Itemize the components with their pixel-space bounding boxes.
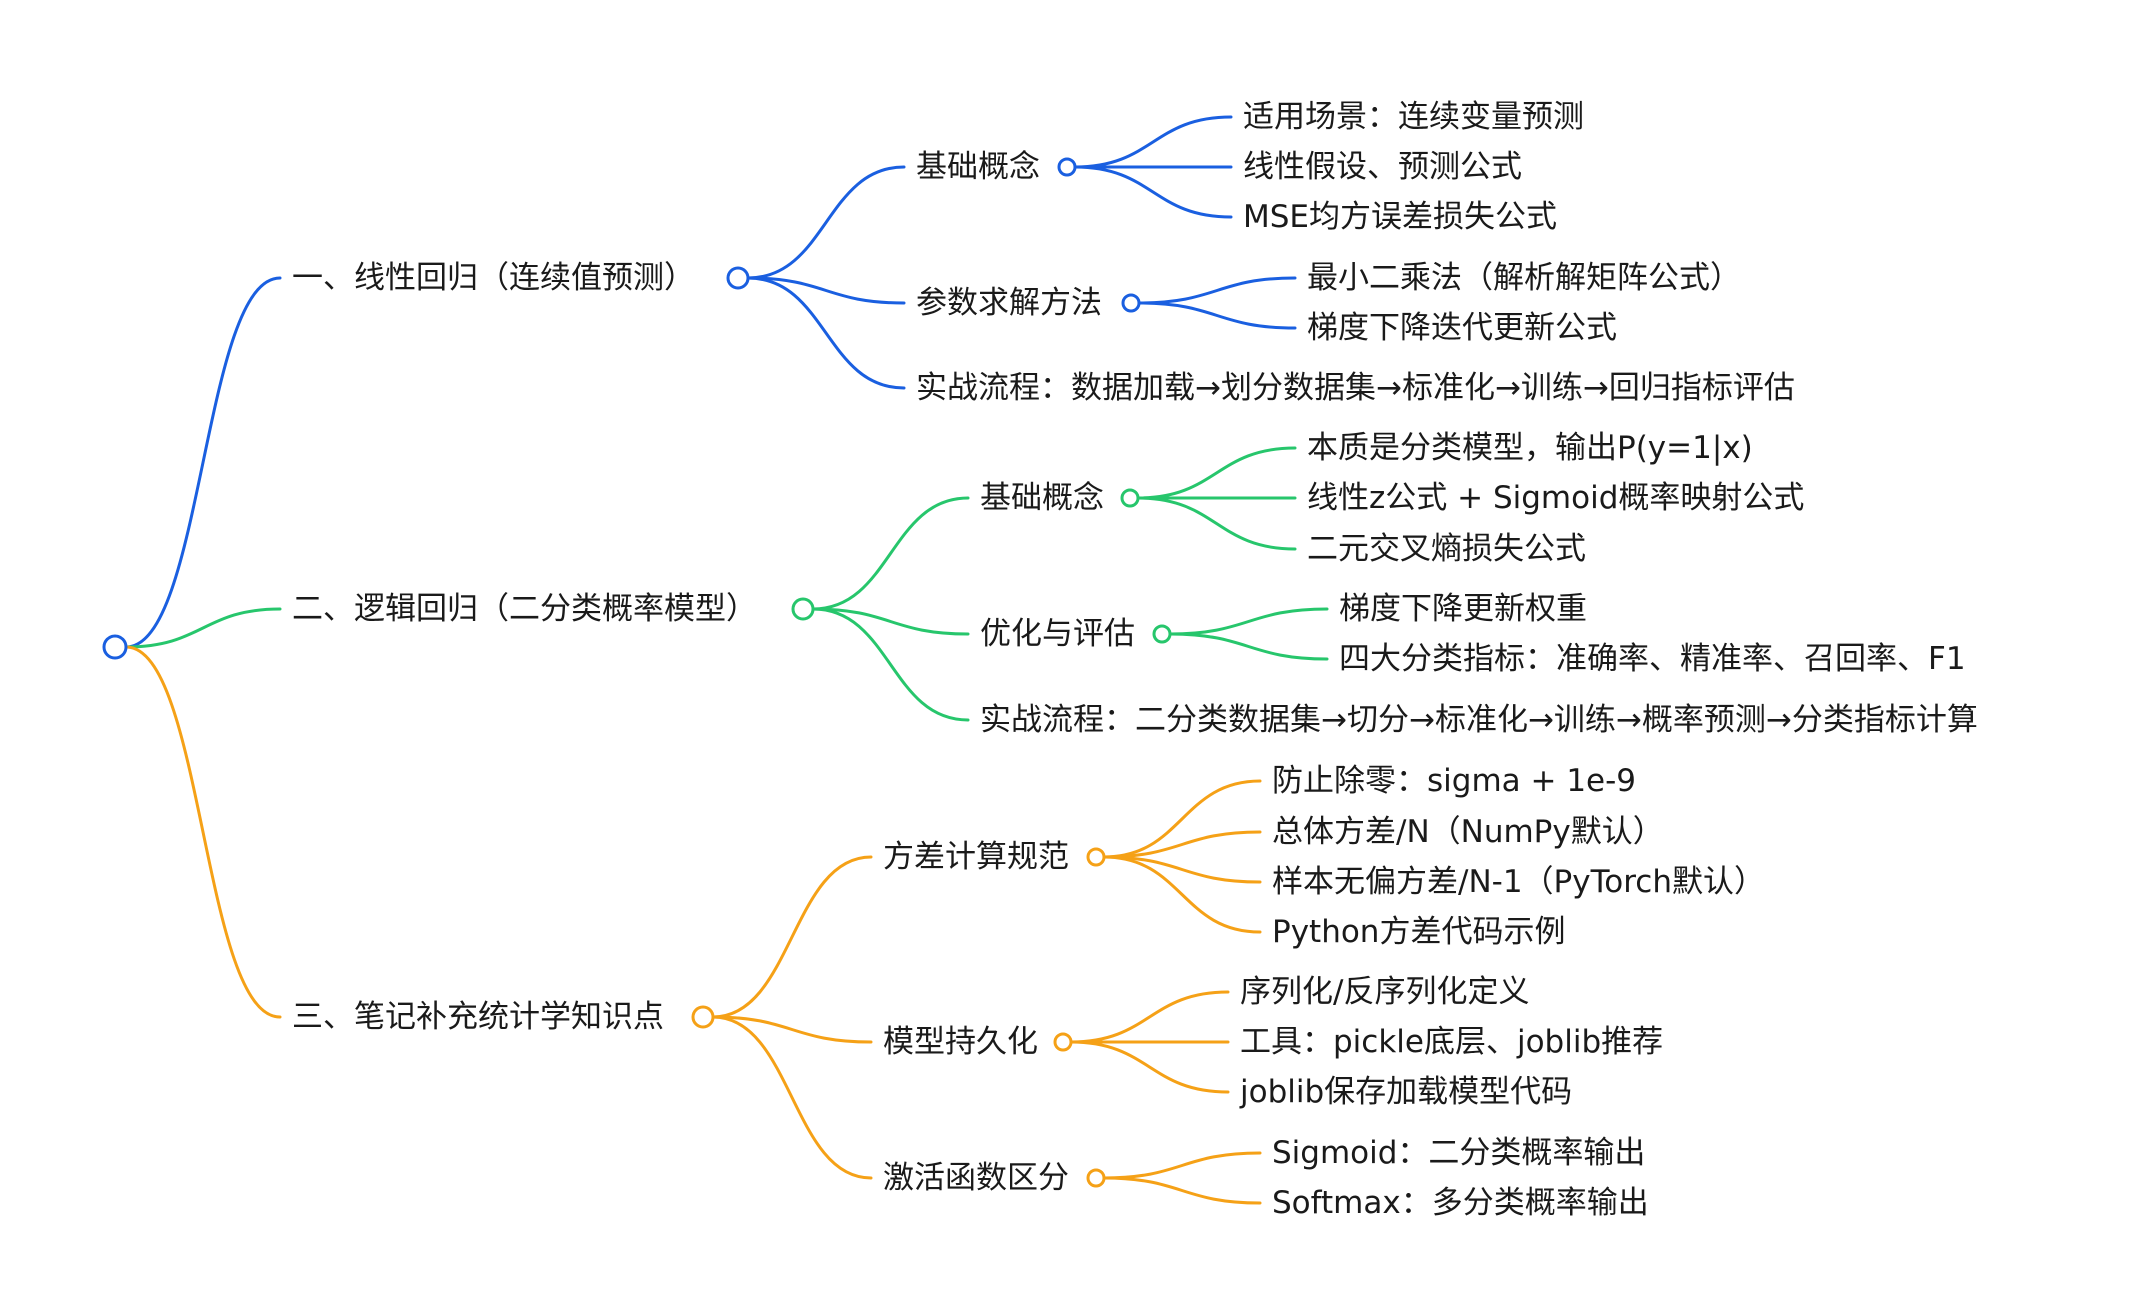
edge-topic-2-2-to-leaf-2 [1168,632,1329,661]
branch-1-topic-2-collapse-dot[interactable] [1121,293,1141,313]
edge-topic-3-3-to-leaf-2 [1102,1176,1262,1205]
branch-3-topic-3-leaf-2: Softmax：多分类概率输出 [1272,1185,1649,1221]
branch-2-topic-2-leaf-1: 梯度下降更新权重 [1339,591,1587,627]
branch-2-topic-2: 优化与评估 [980,616,1135,652]
edge-branch-2-to-topic-1 [811,496,970,611]
branch-3-topic-1-leaf-2: 总体方差/N（NumPy默认） [1272,814,1664,850]
edge-branch-3-to-topic-2 [711,1015,873,1044]
branch-3-topic-2-leaf-2: 工具：pickle底层、joblib推荐 [1240,1024,1663,1060]
edge-topic-3-2-to-leaf-3 [1069,1040,1230,1094]
mind-map-edges [124,115,1329,1205]
edge-topic-1-1-to-leaf-3 [1073,165,1233,219]
edge-topic-1-2-to-leaf-2 [1137,301,1297,330]
edge-root-to-branch-2 [124,607,282,649]
root-node-dot[interactable] [102,634,128,660]
edge-branch-1-to-topic-1 [746,165,906,280]
branch-1-topic-3: 实战流程：数据加载→划分数据集→标准化→训练→回归指标评估 [916,370,1795,406]
branch-2-topic-3: 实战流程：二分类数据集→切分→标准化→训练→概率预测→分类指标计算 [980,702,1978,738]
branch-2-topic-1-collapse-dot[interactable] [1120,488,1140,508]
branch-1-topic-2-leaf-2: 梯度下降迭代更新公式 [1307,310,1617,346]
edge-topic-1-2-to-leaf-1 [1137,276,1297,305]
branch-1-title: 一、线性回归（连续值预测） [292,260,695,296]
edge-root-to-branch-3 [124,645,282,1019]
branch-2-topic-1: 基础概念 [980,480,1104,516]
edge-topic-3-1-to-leaf-3 [1102,855,1262,884]
edge-branch-1-to-topic-3 [746,276,906,390]
branch-3-collapse-dot[interactable] [691,1005,715,1029]
branch-3-topic-1-leaf-3: 样本无偏方差/N-1（PyTorch默认） [1272,864,1765,900]
edge-root-to-branch-1 [124,276,282,649]
branch-2-topic-1-leaf-1: 本质是分类模型，输出P(y=1|x) [1307,430,1753,466]
branch-1-topic-2-leaf-1: 最小二乘法（解析解矩阵公式） [1307,260,1741,296]
edge-topic-3-1-to-leaf-4 [1102,855,1262,934]
branch-2-topic-1-leaf-2: 线性z公式 + Sigmoid概率映射公式 [1307,480,1804,516]
branch-3-topic-3: 激活函数区分 [883,1160,1069,1196]
edge-topic-1-1-to-leaf-1 [1073,115,1233,169]
edge-branch-1-to-topic-2 [746,276,906,305]
branch-3-topic-2-leaf-1: 序列化/反序列化定义 [1240,974,1529,1010]
branch-3-topic-3-collapse-dot[interactable] [1086,1168,1106,1188]
branch-3-topic-1-leaf-4: Python方差代码示例 [1272,914,1565,950]
branch-1-topic-2: 参数求解方法 [916,285,1102,321]
branch-3-topic-1-leaf-1: 防止除零：sigma + 1e-9 [1272,763,1636,799]
branch-1-topic-1-leaf-3: MSE均方误差损失公式 [1243,199,1557,235]
branch-3-topic-1-collapse-dot[interactable] [1086,847,1106,867]
edge-topic-3-2-to-leaf-1 [1069,990,1230,1044]
edge-branch-2-to-topic-3 [811,607,970,722]
branch-1-topic-1-leaf-2: 线性假设、预测公式 [1243,149,1522,185]
branch-2-title: 二、逻辑回归（二分类概率模型） [292,591,757,627]
branch-1-collapse-dot[interactable] [726,266,750,290]
edge-topic-3-1-to-leaf-1 [1102,779,1262,859]
branch-2-topic-2-collapse-dot[interactable] [1152,624,1172,644]
edge-topic-2-1-to-leaf-3 [1136,496,1297,551]
branch-3-topic-2: 模型持久化 [883,1024,1038,1060]
branch-1-topic-1: 基础概念 [916,149,1040,185]
edge-branch-3-to-topic-3 [711,1015,873,1180]
mind-map-dots [102,157,1172,1188]
branch-1-topic-1-collapse-dot[interactable] [1057,157,1077,177]
branch-3-topic-3-leaf-1: Sigmoid：二分类概率输出 [1272,1135,1645,1171]
branch-2-collapse-dot[interactable] [791,597,815,621]
branch-3-topic-1: 方差计算规范 [883,839,1069,875]
branch-3-title: 三、笔记补充统计学知识点 [292,999,664,1035]
branch-2-topic-1-leaf-3: 二元交叉熵损失公式 [1307,531,1586,567]
edge-topic-2-2-to-leaf-1 [1168,607,1329,636]
edge-topic-2-1-to-leaf-1 [1136,446,1297,500]
branch-2-topic-2-leaf-2: 四大分类指标：准确率、精准率、召回率、F1 [1339,641,1966,677]
edge-branch-3-to-topic-1 [711,855,873,1019]
branch-3-topic-2-collapse-dot[interactable] [1053,1032,1073,1052]
branch-3-topic-2-leaf-3: joblib保存加载模型代码 [1239,1074,1572,1110]
edge-topic-3-1-to-leaf-2 [1102,830,1262,859]
branch-1-topic-1-leaf-1: 适用场景：连续变量预测 [1243,99,1584,135]
edge-topic-3-3-to-leaf-1 [1102,1151,1262,1180]
edge-branch-2-to-topic-2 [811,607,970,636]
